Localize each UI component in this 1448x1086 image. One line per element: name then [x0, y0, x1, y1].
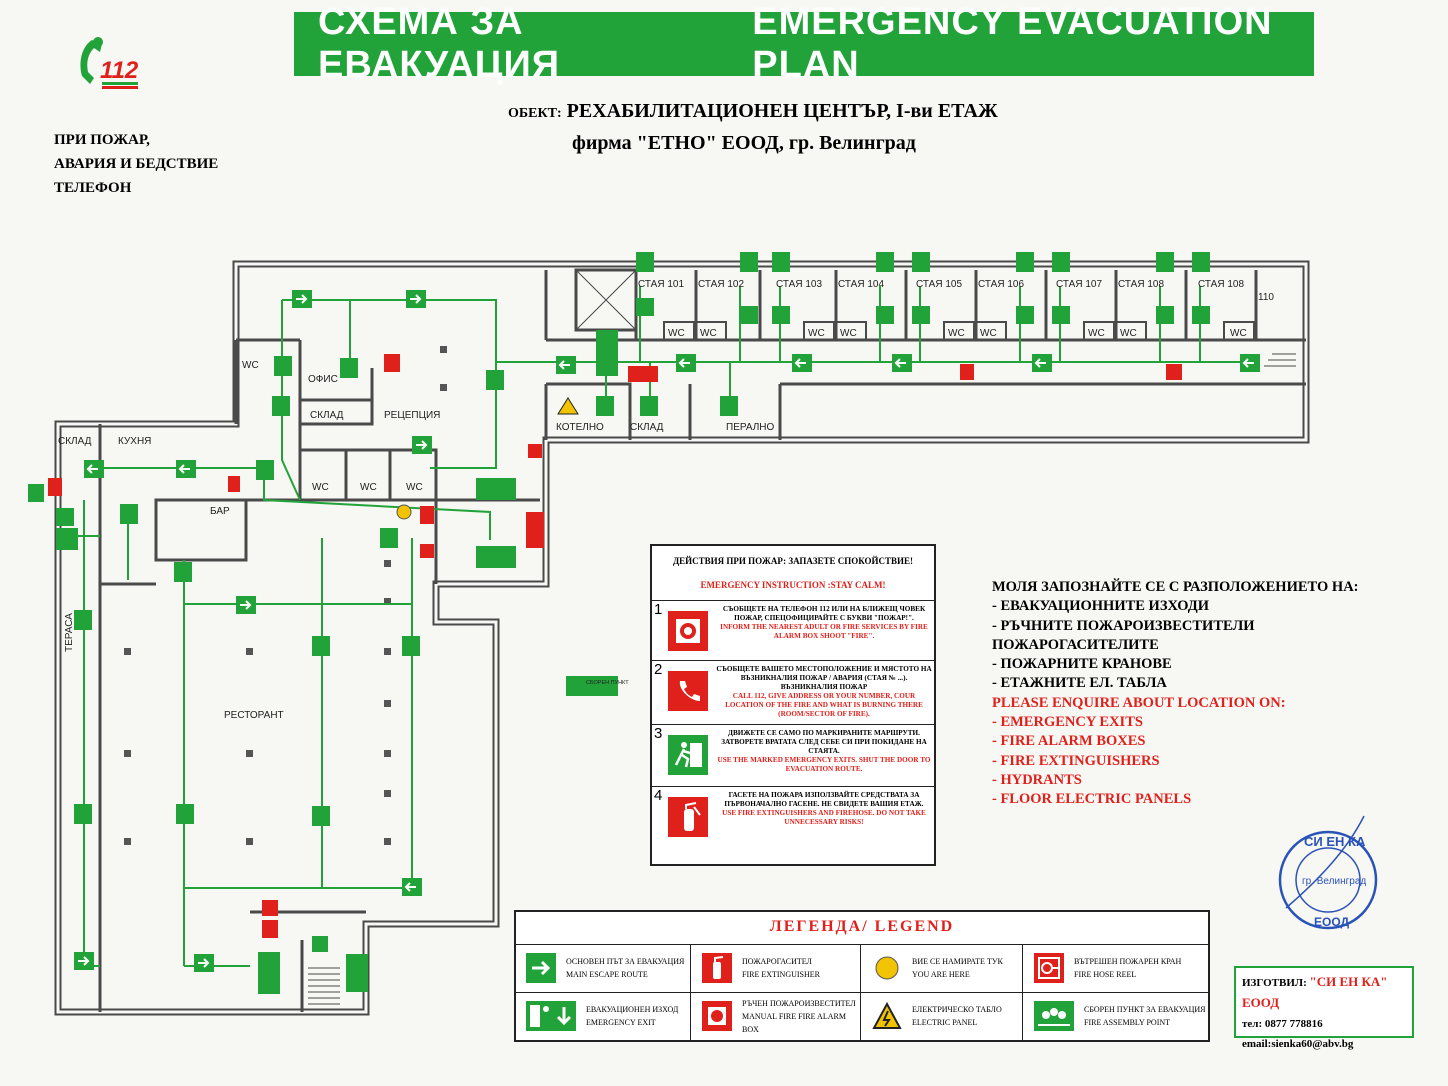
wc-label: WC — [242, 360, 259, 371]
svg-text:ЕООД: ЕООД — [1314, 915, 1350, 929]
fire-alarm-icon — [702, 1001, 732, 1031]
wc-label: WC — [1088, 328, 1105, 339]
wc-label: WC — [668, 328, 685, 339]
object-line: ОБЕКТ: РЕХАБИЛИТАЦИОНЕН ЦЕНТЪР, I-ви ЕТА… — [508, 100, 998, 123]
extinguisher-icon — [668, 797, 708, 837]
room-105-label: СТАЯ 105 — [916, 279, 962, 290]
office-label: ОФИС — [308, 374, 338, 385]
room-103-label: СТАЯ 103 — [776, 279, 822, 290]
emergency-112-logo: 112 — [80, 37, 139, 89]
instruction-step-1: 1 СЪОБЩЕТЕ НА ТЕЛЕФОН 112 ИЛИ НА БЛИЖЕЩ … — [652, 600, 934, 661]
firm-line: фирма "ЕТНО" ЕООД, гр. Велинград — [572, 132, 916, 154]
object-label: ОБЕКТ: — [508, 106, 562, 121]
company-stamp: СИ ЕН КА гр. Велинград ЕООД — [1278, 815, 1378, 930]
kitchen-label: КУХНЯ — [118, 436, 151, 447]
wc-label: WC — [808, 328, 825, 339]
wc-label: WC — [312, 482, 329, 493]
hose-reel-icon — [1034, 953, 1064, 983]
room-108-label: СТАЯ 108 — [1118, 279, 1164, 290]
emergency-phone-note: ПРИ ПОЖАР, АВАРИЯ И БЕДСТВИЕ ТЕЛЕФОН — [54, 132, 219, 196]
fire-alarm-icon — [668, 611, 708, 651]
title-bg: СХЕМА ЗА ЕВАКУАЦИЯ — [318, 1, 561, 86]
instruction-step-4: 4 ГАСЕТЕ НА ПОЖАРА ИЗПОЛЗВАЙТЕ СРЕДСТВАТ… — [652, 786, 934, 863]
emergency-exit-icon — [526, 1001, 576, 1031]
legend-title: ЛЕГЕНДА/ LEGEND — [769, 918, 955, 935]
instructions-header: ДЕЙСТВИЯ ПРИ ПОЖАР: ЗАПАЗЕТЕ СПОКОЙСТВИЕ… — [672, 556, 914, 566]
maker-phone: тел: 0877 778816 — [1242, 1018, 1323, 1030]
assembly-point-sign — [566, 676, 618, 696]
room-104-label: СТАЯ 104 — [838, 279, 884, 290]
electric-panel-icon — [557, 397, 579, 415]
wc-label: WC — [840, 328, 857, 339]
assembly-point-label: СБОРЕН ПУНКТ — [586, 680, 629, 686]
laundry-label: ПЕРАЛНО — [726, 422, 775, 433]
fire-instructions: ДЕЙСТВИЯ ПРИ ПОЖАР: ЗАПАЗЕТЕ СПОКОЙСТВИЕ… — [650, 544, 936, 866]
room-110-label: 110 — [1258, 292, 1274, 303]
electric-panel-icon — [872, 1001, 902, 1029]
object-name: РЕХАБИЛИТАЦИОНЕН ЦЕНТЪР, I-ви ЕТАЖ — [566, 100, 998, 122]
wc-label: WC — [1230, 328, 1247, 339]
bar-label: БАР — [210, 506, 230, 517]
storage-label: СКЛАД — [630, 422, 664, 433]
storage-label: СКЛАД — [58, 436, 92, 447]
storage-label: СКЛАД — [310, 410, 344, 421]
fire-equipment — [48, 354, 1182, 938]
prepared-by: ИЗГОТВИЛ: "СИ ЕН КА" ЕООД тел: 0877 7788… — [1234, 966, 1414, 1050]
restaurant-label: РЕСТОРАНТ — [224, 710, 284, 721]
location-notice: МОЛЯ ЗАПОЗНАЙТЕ СЕ С РАЗПОЛОЖЕНИЕТО НА: … — [992, 579, 1359, 808]
assembly-point-icon — [1034, 1001, 1074, 1031]
plan-title: СХЕМА ЗА ЕВАКУАЦИЯ EMERGENCY EVACUATION … — [294, 1, 1314, 86]
phone-icon — [668, 671, 708, 711]
room-102-label: СТАЯ 102 — [698, 279, 744, 290]
title-en: EMERGENCY EVACUATION PLAN — [752, 1, 1273, 86]
room-106-label: СТАЯ 106 — [978, 279, 1024, 290]
wc-label: WC — [1120, 328, 1137, 339]
wc-label: WC — [980, 328, 997, 339]
arrow-right-icon — [526, 953, 556, 983]
room-107-label: СТАЯ 107 — [1056, 279, 1102, 290]
wc-label: WC — [360, 482, 377, 493]
extinguisher-icon — [702, 953, 732, 983]
maker-email: email:sienka60@abv.bg — [1242, 1038, 1354, 1050]
reception-label: РЕЦЕПЦИЯ — [384, 410, 440, 421]
inner-walls — [98, 268, 1306, 1012]
route-arrows — [28, 252, 1260, 994]
instructions-header-en: EMERGENCY INSTRUCTION :STAY CALM! — [700, 580, 886, 590]
instruction-step-2: 2 СЪОБЩЕТЕ ВАШЕТО МЕСТОПОЛОЖЕНИЕ И МЯСТО… — [652, 660, 934, 725]
wc-label: WC — [406, 482, 423, 493]
svg-text:гр. Велинград: гр. Велинград — [1302, 876, 1366, 887]
room-101-label: СТАЯ 101 — [638, 279, 684, 290]
stairs — [308, 353, 1296, 1005]
terrace-label: ТЕРАСА — [64, 613, 75, 652]
you-are-here-icon — [875, 956, 899, 980]
you-are-here-icon — [396, 504, 412, 520]
svg-text:112: 112 — [100, 57, 139, 84]
wc-label: WC — [700, 328, 717, 339]
room-109-label: СТАЯ 108 — [1198, 279, 1244, 290]
svg-text:СИ ЕН КА: СИ ЕН КА — [1304, 834, 1366, 849]
running-man-icon — [668, 735, 708, 775]
instruction-step-3: 3 ДВИЖЕТЕ СЕ САМО ПО МАРКИРАНИТЕ МАРШРУТ… — [652, 724, 934, 787]
boiler-label: КОТЕЛНО — [556, 422, 604, 433]
wc-label: WC — [948, 328, 965, 339]
legend: ЛЕГЕНДА/ LEGEND ОСНОВЕН ПЪТ ЗА ЕВАКУАЦИЯ… — [514, 910, 1210, 1042]
